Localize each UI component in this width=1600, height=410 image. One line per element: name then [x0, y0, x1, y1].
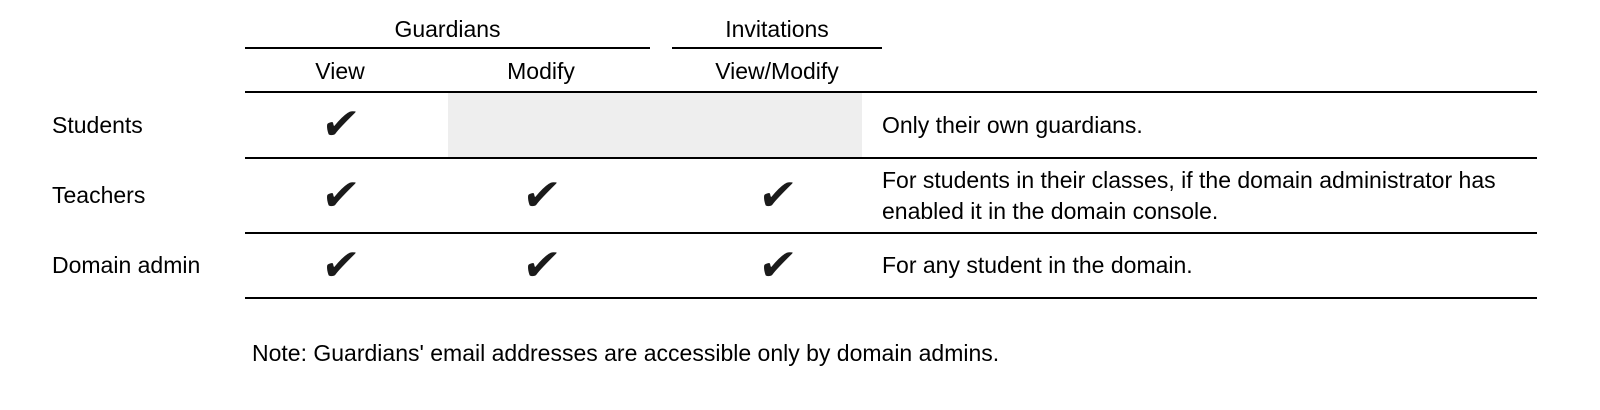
row-note-text: For any student in the domain. — [882, 252, 1193, 278]
column-header-view-modify: View/Modify — [715, 58, 839, 84]
row-note: For students in their classes, if the do… — [882, 159, 1535, 232]
table-rule — [245, 91, 1537, 93]
check-cell-view: ✔ — [245, 159, 435, 232]
column-group-label: Guardians — [394, 16, 501, 42]
table-row-teachers: Teachers ✔ ✔ ✔ For students in their cla… — [0, 159, 1600, 232]
footnote: Note: Guardians' email addresses are acc… — [252, 340, 1000, 366]
table-rule — [245, 297, 1537, 299]
table-rule — [245, 157, 1537, 159]
column-header-modify: Modify — [507, 58, 575, 84]
checkmark-icon: ✔ — [318, 99, 363, 150]
check-cell-modify: ✔ — [446, 234, 636, 297]
row-note-text: For students in their classes, if the do… — [882, 166, 1496, 224]
checkmark-icon: ✔ — [519, 239, 564, 291]
row-label: Domain admin — [52, 252, 201, 278]
checkmark-icon: ✔ — [755, 169, 800, 221]
column-group-label: Invitations — [725, 16, 829, 42]
table-row-students: Students ✔ Only their own guardians. — [0, 93, 1600, 157]
check-cell-view-modify: ✔ — [682, 234, 872, 297]
table-row-domain-admin: Domain admin ✔ ✔ ✔ For any student in th… — [0, 234, 1600, 297]
row-label: Teachers — [52, 182, 146, 208]
check-cell-modify — [446, 93, 636, 157]
checkmark-icon: ✔ — [519, 169, 564, 221]
column-group-guardians: Guardians — [245, 11, 650, 49]
check-cell-view: ✔ — [245, 93, 435, 157]
checkmark-icon: ✔ — [318, 169, 363, 221]
table-rule — [245, 232, 1537, 234]
row-note: Only their own guardians. — [882, 93, 1535, 157]
disabled-cell — [448, 93, 862, 157]
check-cell-modify: ✔ — [446, 159, 636, 232]
row-note-text: Only their own guardians. — [882, 111, 1143, 138]
check-cell-view: ✔ — [245, 234, 435, 297]
check-cell-view-modify — [682, 93, 872, 157]
row-note: For any student in the domain. — [882, 234, 1535, 297]
check-cell-view-modify: ✔ — [682, 159, 872, 232]
column-header-view: View — [315, 58, 365, 84]
checkmark-icon: ✔ — [755, 239, 800, 291]
row-label: Students — [52, 111, 143, 138]
checkmark-icon: ✔ — [318, 239, 363, 291]
column-group-invitations: Invitations — [672, 11, 882, 49]
